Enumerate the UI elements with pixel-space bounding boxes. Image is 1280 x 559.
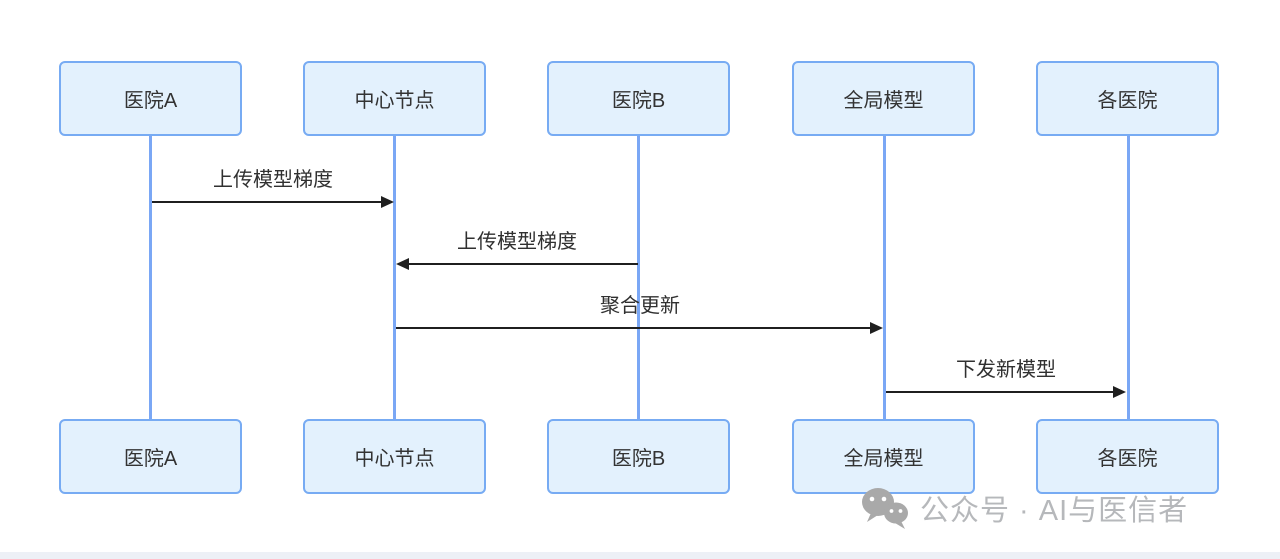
actor-label: 各医院 (1097, 448, 1158, 470)
lifeline-hospital-a (149, 136, 152, 419)
lifeline-all-hospitals (1127, 136, 1130, 419)
message-line (886, 391, 1114, 393)
actor-label: 医院A (123, 90, 178, 112)
message-label: 下发新模型 (956, 359, 1056, 381)
arrowhead-right-icon (870, 322, 883, 334)
arrowhead-right-icon (381, 196, 394, 208)
actor-top-hospital-b: 医院B (547, 61, 730, 136)
actor-top-global-model: 全局模型 (792, 61, 975, 136)
footer-bar (0, 552, 1280, 559)
message-line (396, 327, 870, 329)
actor-label: 各医院 (1097, 90, 1158, 112)
message-label: 上传模型梯度 (213, 169, 333, 191)
actor-bottom-hospital-a: 医院A (59, 419, 242, 494)
actor-label: 医院A (123, 448, 178, 470)
actor-label: 医院B (611, 448, 666, 470)
wechat-icon (862, 488, 908, 529)
actor-label: 中心节点 (354, 448, 435, 470)
actor-bottom-hospital-b: 医院B (547, 419, 730, 494)
message-label: 上传模型梯度 (457, 231, 577, 253)
actor-label: 中心节点 (354, 90, 435, 112)
message-line (152, 201, 382, 203)
message-line (408, 263, 638, 265)
actor-bottom-central-node: 中心节点 (303, 419, 486, 494)
actor-bottom-global-model: 全局模型 (792, 419, 975, 494)
message-label: 聚合更新 (600, 295, 680, 317)
actor-top-central-node: 中心节点 (303, 61, 486, 136)
watermark-text: 公众号 · AI与医信者 (920, 495, 1189, 527)
actor-label: 全局模型 (843, 90, 924, 112)
lifeline-hospital-b (637, 136, 640, 419)
lifeline-global-model (883, 136, 886, 419)
actor-label: 医院B (611, 90, 666, 112)
actor-top-hospital-a: 医院A (59, 61, 242, 136)
arrowhead-left-icon (396, 258, 409, 270)
actor-bottom-all-hospitals: 各医院 (1036, 419, 1219, 494)
actor-top-all-hospitals: 各医院 (1036, 61, 1219, 136)
arrowhead-right-icon (1113, 386, 1126, 398)
watermark: 公众号 · AI与医信者 (860, 486, 1188, 530)
lifeline-central-node (393, 136, 396, 419)
actor-label: 全局模型 (843, 448, 924, 470)
